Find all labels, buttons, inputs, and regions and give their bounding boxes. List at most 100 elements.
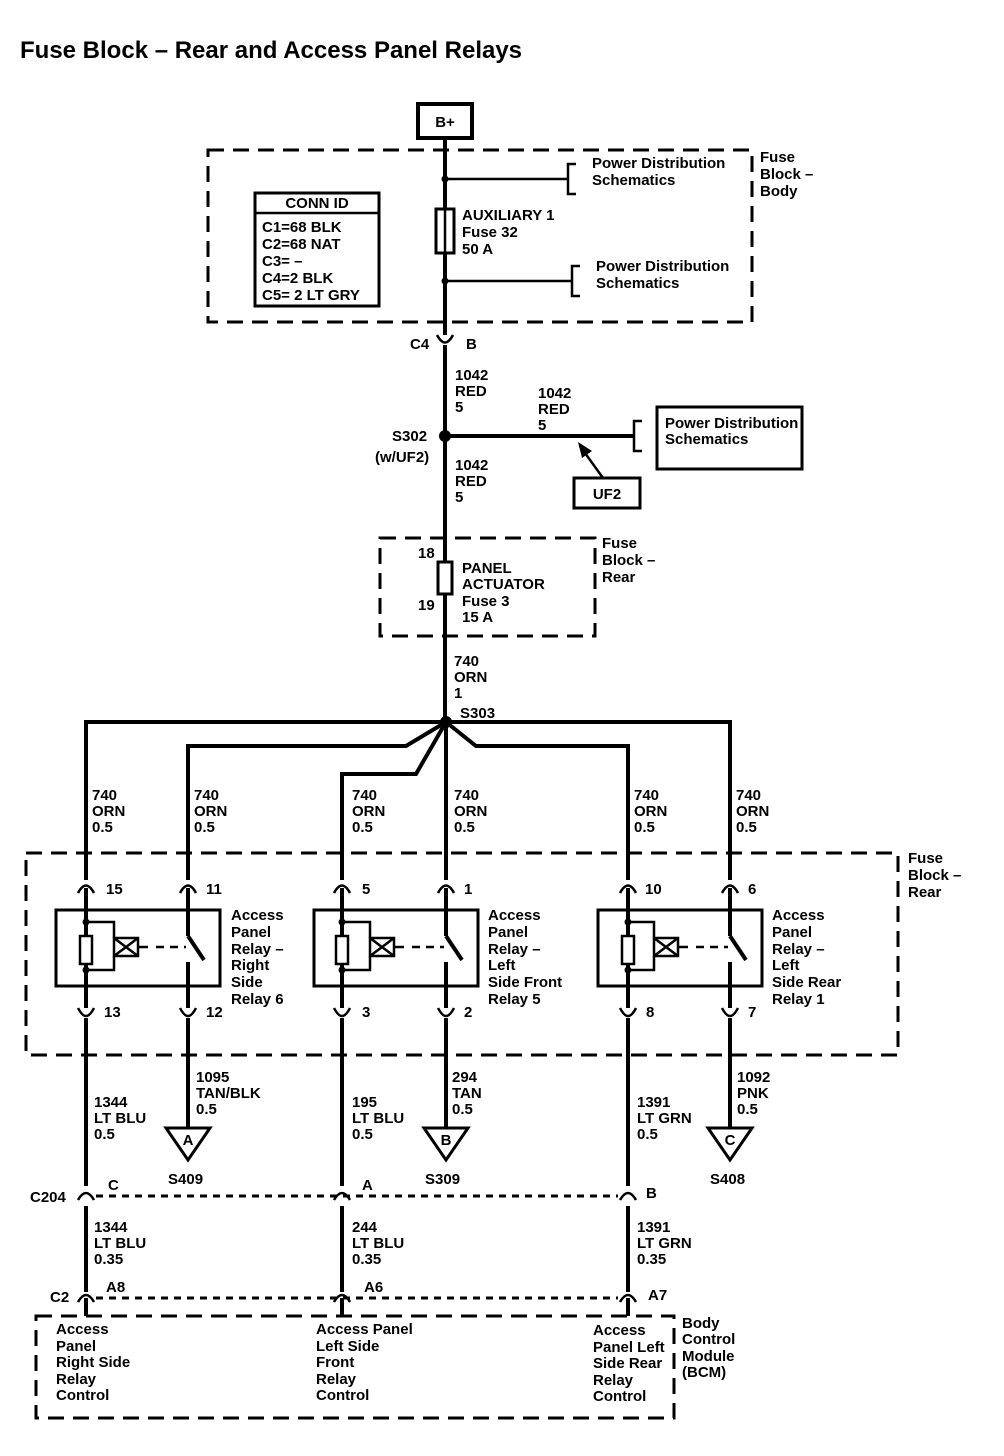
splice-ref-c: C S408 <box>705 1126 755 1188</box>
pds-right-box <box>655 405 804 471</box>
svg-text:S309: S309 <box>425 1171 460 1188</box>
relay-name: Access Panel Relay – Left Side Rear Rela… <box>772 907 845 1008</box>
fuse-block-body-box <box>206 148 754 324</box>
splice-ref-a: A S409 <box>163 1126 213 1188</box>
svg-text:C: C <box>108 1177 119 1194</box>
branch-wires <box>84 720 732 880</box>
aux-fuse-label: AUXILIARY 1 Fuse 32 50 A <box>462 207 559 258</box>
wire-1042-label: 1042 RED 5 <box>455 367 493 416</box>
lower-wires <box>84 1018 732 1186</box>
fuse-block-rear-relay-box <box>24 851 900 1057</box>
relay-pin: 2 <box>464 1004 472 1021</box>
relay-pin: 3 <box>362 1004 370 1021</box>
uf2-arrowhead <box>578 442 592 458</box>
relay-pin: 11 <box>206 881 222 898</box>
s302-label: S302 <box>392 428 427 445</box>
relay-left-side-front-5: 5 1 3 2 Access Panel Relay – Left Side F… <box>312 881 566 1021</box>
wire-740-main-label: 740 ORN 1 <box>454 653 492 702</box>
panel-actuator-fuse <box>436 560 454 596</box>
c204-connector: C204 C A B <box>30 1177 657 1206</box>
conn-id-row: C2=68 NAT <box>262 236 341 253</box>
page-title: Fuse Block – Rear and Access Panel Relay… <box>20 37 522 64</box>
fuse-pin-in: 18 <box>418 545 435 562</box>
svg-text:B: B <box>441 1132 452 1149</box>
relay-pin: 7 <box>748 1004 756 1021</box>
uf2-box <box>572 476 642 510</box>
c2-connector: C2 A8 A6 A7 <box>50 1279 667 1316</box>
pds-right-bracket <box>632 419 642 453</box>
c4-conn-label: C4 <box>410 336 430 353</box>
fuse-block-body-label: Fuse Block – Body <box>760 149 818 200</box>
relay-pin: 1 <box>464 881 472 898</box>
s302-note: (w/UF2) <box>375 449 429 466</box>
fuse-block-rear-mid-label: Fuse Block – Rear <box>908 850 966 901</box>
uf2-label: UF2 <box>593 486 621 503</box>
conn-id-row: C5= 2 LT GRY <box>262 287 360 304</box>
pds-mid-label: Power Distribution Schematics <box>596 258 734 292</box>
relay-pin: 15 <box>106 881 123 898</box>
conn-id-header: CONN ID <box>285 195 349 212</box>
c4-connector <box>435 334 455 344</box>
bcm-wires <box>84 1206 630 1292</box>
bcm-label: Body Control Module (BCM) <box>682 1315 740 1381</box>
conn-id-row: C3= – <box>262 253 302 270</box>
bcm-box <box>34 1314 676 1420</box>
splice-ref-b: B S309 <box>421 1126 471 1188</box>
wire-1042-branch-label: 1042 RED 5 <box>538 385 576 434</box>
svg-text:S408: S408 <box>710 1171 745 1188</box>
relay-pin: 8 <box>646 1004 654 1021</box>
fuse-block-rear-top-label: Fuse Block – Rear <box>602 535 660 586</box>
pds-top-label: Power Distribution Schematics <box>592 155 730 189</box>
fuse-pin-out: 19 <box>418 597 435 614</box>
conn-id-row: C4=2 BLK <box>262 270 333 287</box>
conn-id-row: C1=68 BLK <box>262 219 342 236</box>
s303-label: S303 <box>460 705 495 722</box>
relay-pin: 13 <box>104 1004 121 1021</box>
svg-text:C204: C204 <box>30 1189 67 1206</box>
conn-id-table: CONN ID C1=68 BLK C2=68 NAT C3= – C4=2 B… <box>253 191 381 308</box>
relay-name: Access Panel Relay – Left Side Front Rel… <box>488 907 566 1008</box>
bcm-control-left-front: Access Panel Left Side Front Relay Contr… <box>316 1321 417 1404</box>
relay-pin: 5 <box>362 881 370 898</box>
svg-text:A7: A7 <box>648 1287 667 1304</box>
svg-text:A: A <box>362 1177 373 1194</box>
bcm-control-left-rear: Access Panel Left Side Rear Relay Contro… <box>593 1322 669 1405</box>
svg-text:A6: A6 <box>364 1279 383 1296</box>
svg-text:A: A <box>183 1132 194 1149</box>
panel-actuator-fuse-label: PANEL ACTUATOR Fuse 3 15 A <box>462 560 549 626</box>
relay-left-side-rear-1: 10 6 8 7 Access Panel Relay – Left Side … <box>596 881 845 1021</box>
relay-right-side-6: 15 11 13 12 Access Panel Relay – Right S… <box>54 881 288 1021</box>
battery-label: B+ <box>435 114 455 131</box>
wire-1042-lower-label: 1042 RED 5 <box>455 457 493 506</box>
svg-text:A8: A8 <box>106 1279 125 1296</box>
pds-right-label: Power Distribution Schematics <box>665 415 803 448</box>
svg-text:C: C <box>725 1132 736 1149</box>
pds-top-bracket <box>566 162 576 196</box>
pds-mid-bracket <box>570 264 580 298</box>
c4-pin-label: B <box>466 336 477 353</box>
bcm-control-right: Access Panel Right Side Relay Control <box>56 1321 134 1404</box>
relay-pin: 12 <box>206 1004 223 1021</box>
relay-pin: 10 <box>645 881 662 898</box>
svg-text:B: B <box>646 1185 657 1202</box>
svg-text:C2: C2 <box>50 1289 69 1306</box>
svg-text:S409: S409 <box>168 1171 203 1188</box>
relay-name: Access Panel Relay – Right Side Relay 6 <box>231 907 288 1008</box>
relay-pin: 6 <box>748 881 756 898</box>
